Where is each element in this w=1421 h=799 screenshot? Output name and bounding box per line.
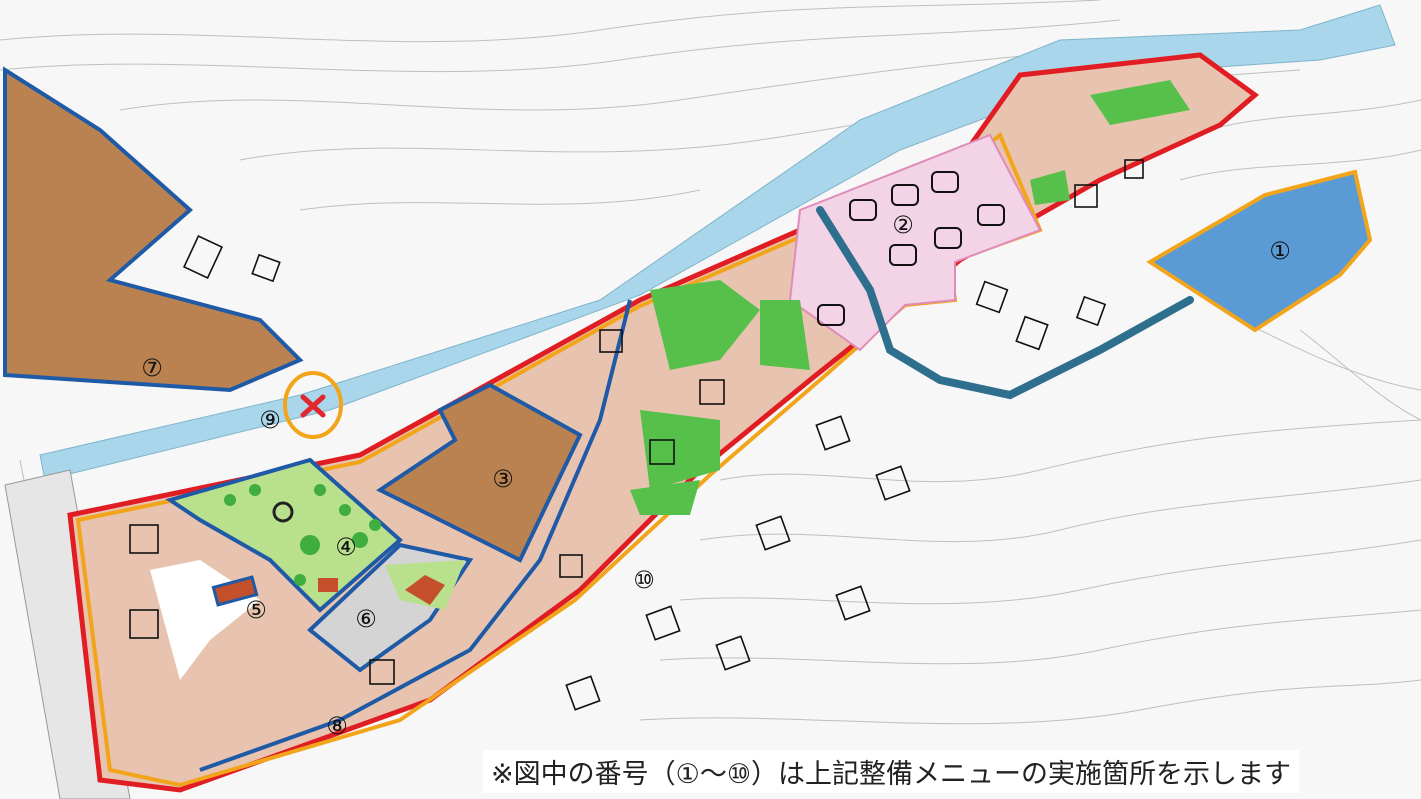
park-building <box>318 578 338 592</box>
channel <box>816 206 1194 400</box>
area-9-circle <box>283 371 343 439</box>
area-2 <box>788 133 1042 352</box>
area-6-building <box>405 575 445 605</box>
area-label-9: ⑨ <box>259 406 281 434</box>
area-1 <box>1146 169 1373 333</box>
area-label-4: ④ <box>335 533 357 561</box>
area-label-8: ⑧ <box>326 712 348 740</box>
buildings <box>129 159 1144 711</box>
river <box>39 4 1396 481</box>
area-label-10: ⑩ <box>633 566 655 594</box>
map-caption: ※図中の番号（①～⑩）は上記整備メニューの実施箇所を示します <box>483 750 1300 793</box>
area-label-6: ⑥ <box>355 605 377 633</box>
area-2-buildings <box>817 171 1005 326</box>
area-3 <box>376 382 583 563</box>
park-fountain-icon <box>272 501 294 523</box>
park-trees <box>224 484 381 586</box>
area-label-3: ③ <box>492 465 514 493</box>
area-labels: ① ② ③ ④ ⑤ ⑥ ⑦ ⑧ ⑨ ⑩ <box>141 211 1291 740</box>
removed-marker-icon <box>300 394 326 418</box>
area-label-5: ⑤ <box>245 596 267 624</box>
green-areas <box>630 80 1190 515</box>
area-label-2: ② <box>892 211 914 239</box>
area-7 <box>3 66 304 393</box>
area-label-7: ⑦ <box>141 354 163 382</box>
area-label-1: ① <box>1269 237 1291 265</box>
area-5-building <box>211 575 259 607</box>
